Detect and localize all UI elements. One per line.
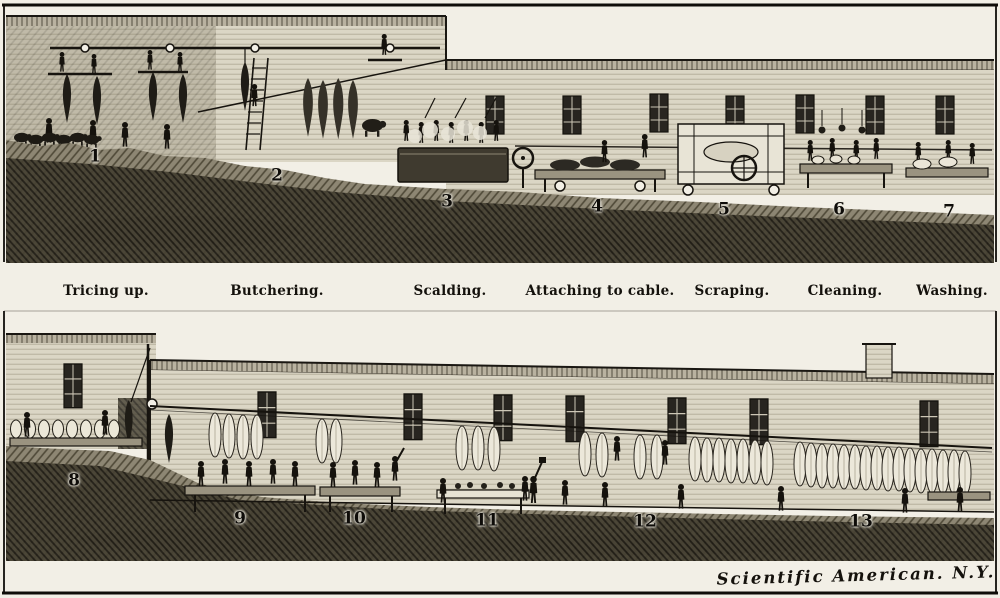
station-number-6: 6 [833, 199, 845, 220]
top-panel-scene [6, 15, 994, 263]
station-number-10: 10 [342, 508, 366, 529]
caption-scalding: Scalding. [413, 283, 487, 299]
station-number-4: 4 [591, 196, 603, 217]
caption-attaching-to-cable: Attaching to cable. [525, 283, 675, 299]
station-number-12: 12 [633, 511, 657, 532]
station-number-5: 5 [718, 199, 730, 220]
station-number-2: 2 [271, 165, 283, 186]
caption-tricing-up: Tricing up. [63, 283, 149, 299]
caption-butchering: Butchering. [230, 283, 324, 299]
station-number-9: 9 [234, 508, 246, 529]
caption-washing: Washing. [916, 283, 988, 299]
plate-frame [2, 3, 998, 595]
caption-cleaning: Cleaning. [807, 283, 883, 299]
station-number-13: 13 [849, 511, 873, 532]
bottom-panel-scene [4, 310, 996, 561]
caption-scraping: Scraping. [694, 283, 770, 299]
station-number-1: 1 [89, 146, 101, 167]
station-number-7: 7 [943, 201, 955, 222]
station-number-3: 3 [441, 191, 453, 212]
station-number-11: 11 [475, 510, 499, 531]
station-number-8: 8 [68, 470, 80, 491]
